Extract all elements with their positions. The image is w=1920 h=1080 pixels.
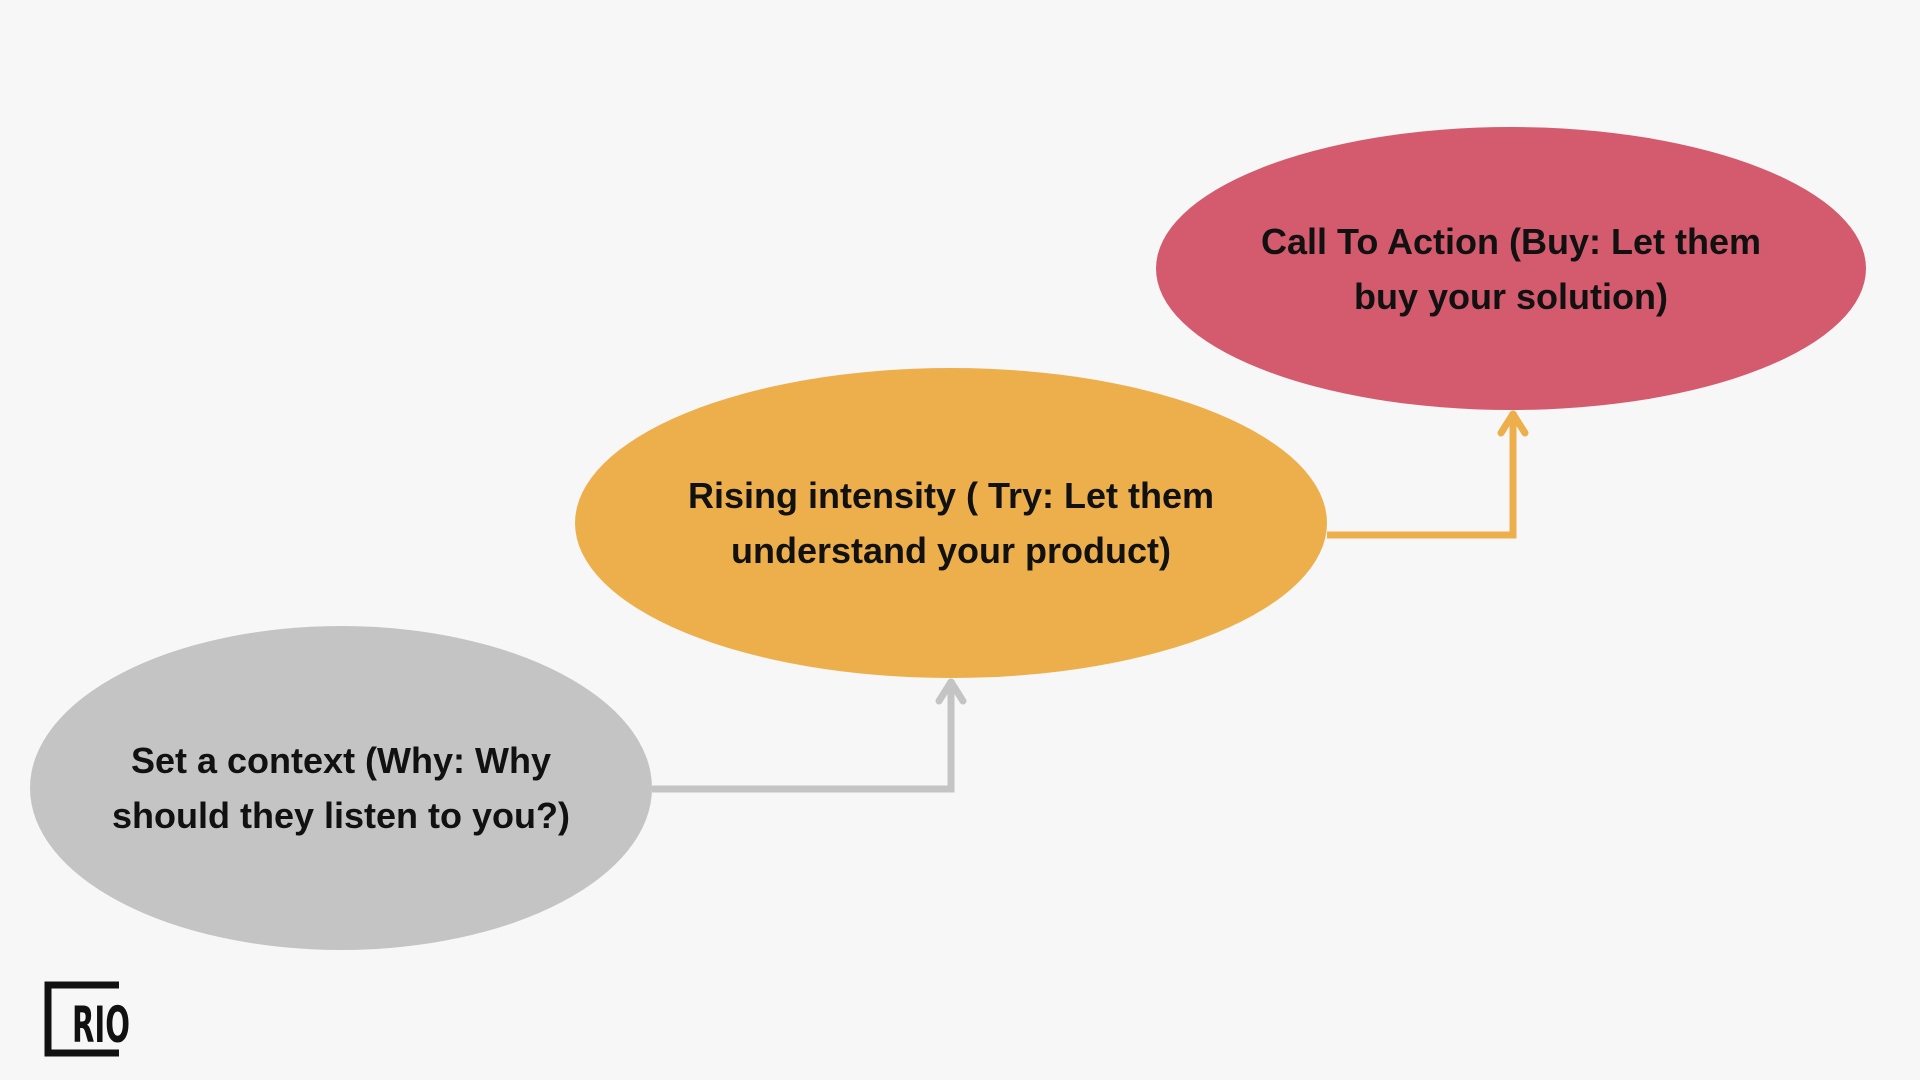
arrow-up-icon [1497,410,1529,437]
bracket-logo-icon [44,981,119,1057]
stage-oval-intensity: Rising intensity ( Try: Let them underst… [575,368,1327,678]
stage-label-context: Set a context (Why: Why should they list… [112,740,570,836]
rio-logo: RIO [44,981,130,1057]
stage-label-action: Call To Action (Buy: Let them buy your s… [1261,220,1761,317]
stage-label-intensity: Rising intensity ( Try: Let them underst… [687,475,1215,571]
connector-line [1327,412,1517,539]
connector-intensity-to-action [1327,410,1529,539]
arrow-up-icon [935,678,967,705]
connector-line [652,680,955,793]
stage-oval-action: Call To Action (Buy: Let them buy your s… [1156,127,1866,410]
logo-text: RIO [72,996,130,1054]
stage-oval-context: Set a context (Why: Why should they list… [30,626,652,950]
connector-context-to-intensity [652,678,967,793]
